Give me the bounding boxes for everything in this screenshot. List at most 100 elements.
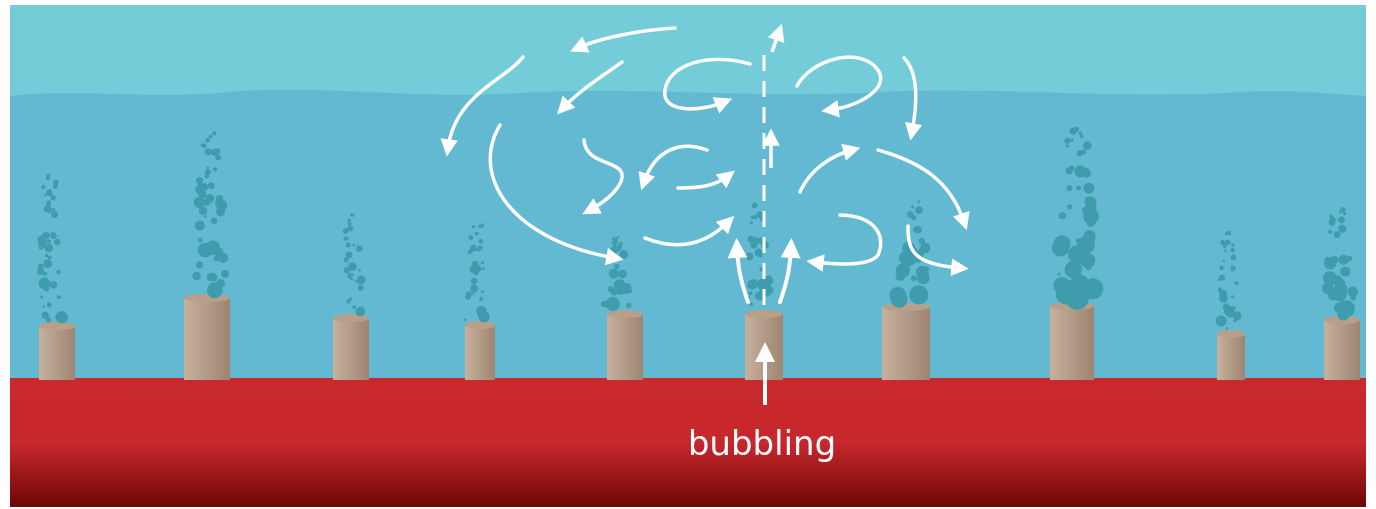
bubble-icon [1058,273,1061,276]
bubble-icon [346,299,351,304]
bubble-icon [619,282,622,285]
bubble-icon [206,166,209,169]
bubble-icon [39,244,44,249]
bubble-icon [911,206,914,209]
bubble-icon [198,238,203,243]
bubble-icon [753,237,760,244]
bubble-icon [1331,256,1339,264]
bubble-icon [618,270,627,279]
bubble-icon [45,254,49,258]
bubble-icon [750,221,753,224]
bubble-icon [909,285,928,304]
bubble-icon [1343,212,1346,215]
bubble-icon [345,237,349,241]
bubble-icon [209,135,213,139]
bubble-icon [209,273,217,281]
bubble-icon [194,197,205,208]
bubble-icon [619,242,623,246]
bubble-icon [472,293,475,296]
bubble-icon [48,256,52,260]
bubble-icon [913,226,920,233]
bubble-icon [50,195,55,200]
bubble-icon [196,177,203,184]
bubble-icon [601,301,608,308]
bubble-icon [1081,168,1091,178]
bubble-icon [1338,284,1348,294]
bubble-icon [749,291,753,295]
bubble-icon [1066,185,1072,191]
bubble-icon [1340,267,1350,277]
bubble-icon [204,174,209,179]
bubble-icon [200,183,208,191]
bubble-icon [1092,214,1095,217]
bubble-icon [38,264,44,270]
bubble-icon [471,278,478,285]
bubble-icon [1067,204,1072,209]
bubble-icon [1059,212,1066,219]
bubble-icon [39,278,51,290]
bubble-icon [1058,280,1076,298]
bubble-icon [205,138,210,143]
bubble-icon [1339,255,1349,265]
bubble-icon [748,252,751,255]
bubble-icon [346,227,350,231]
bubble-icon [612,241,617,246]
bubble-icon [1334,231,1341,238]
bubble-icon [1232,306,1236,310]
bubble-icon [1084,230,1096,242]
bubble-icon [1223,303,1230,310]
bubble-icon [918,200,921,203]
vent-pipe [1324,316,1360,380]
bubble-icon [356,245,363,252]
bubble-icon [1338,216,1345,223]
bubble-icon [626,303,632,309]
bubble-icon [196,261,203,268]
bubble-icon [355,307,365,317]
bubble-icon [768,275,770,277]
bubble-icon [755,249,763,257]
bubble-icon [351,273,354,276]
bubble-icon [346,243,351,248]
bubble-icon [1064,138,1070,144]
bubbling-label: bubbling [688,424,836,464]
bubble-icon [911,215,916,220]
bubble-icon [1095,284,1099,288]
bubble-icon [50,232,57,239]
vent-pipe [465,321,495,380]
bubble-icon [352,214,355,217]
bubble-icon [916,266,929,279]
bubble-icon [1334,275,1343,284]
bubble-icon [46,174,50,178]
bubble-icon [358,269,361,272]
bubble-icon [1223,244,1227,248]
bubble-icon [606,297,620,311]
bubble-icon [478,245,483,250]
bubble-icon [611,247,614,250]
bubble-icon [1077,150,1084,157]
bubble-icon [52,208,55,211]
bubble-icon [479,297,483,301]
bubble-icon [204,215,207,218]
bubble-icon [1333,219,1336,222]
bubble-icon [1231,255,1237,261]
bubble-icon [57,295,61,299]
bubble-icon [898,274,905,281]
bubble-icon [473,269,479,275]
bubble-icon [198,190,206,198]
vent-pipe [1050,302,1094,380]
bubble-icon [1080,134,1084,138]
bubble-icon [42,312,49,319]
bubble-icon [608,286,614,292]
vent-pipe [607,310,643,380]
bubble-icon [1065,144,1069,148]
bubble-icon [619,250,628,259]
bubble-icon [214,255,220,261]
bubble-icon [51,211,58,218]
bubble-icon [1225,233,1228,236]
bubble-icon [213,167,217,171]
bubble-icon [907,248,910,251]
bubble-icon [480,223,484,227]
bubble-icon [1052,239,1069,256]
bubble-icon [1223,260,1225,262]
bubble-icon [44,206,50,212]
